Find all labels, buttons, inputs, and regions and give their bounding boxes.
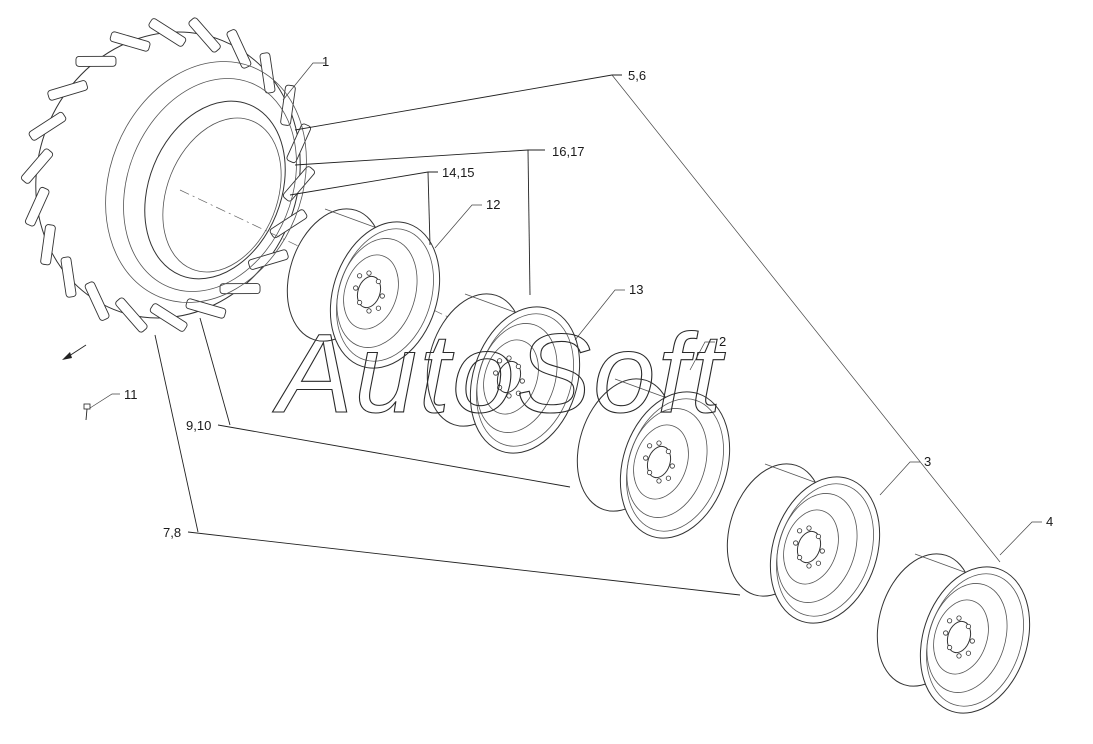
bolt-hole: [356, 273, 363, 279]
bolt-hole: [796, 528, 803, 534]
callout-13: 13: [629, 282, 643, 297]
bolt-hole: [366, 308, 372, 314]
tread-lug: [47, 80, 88, 101]
rim-3[interactable]: [711, 451, 897, 637]
bolt-hole: [496, 358, 503, 364]
bolt-hole: [665, 475, 672, 481]
tread-lug: [28, 111, 67, 141]
callout-3: 3: [924, 454, 931, 469]
bolt-hole: [956, 653, 962, 659]
bolt-hole: [946, 618, 953, 624]
bolt-hole: [643, 455, 649, 461]
tread-lug: [149, 303, 188, 332]
bolt-hole: [815, 533, 822, 540]
rim-2[interactable]: [561, 366, 747, 552]
callout-labels: 1 5,6 16,17 14,15 12 13 2 11 9,10 3 4 7,…: [124, 54, 1053, 540]
callout-11: 11: [124, 387, 138, 402]
leader-lines: [62, 62, 1042, 596]
bolt-hole: [519, 378, 525, 384]
bolt-hole: [646, 469, 653, 476]
bolt-hole: [375, 305, 382, 311]
bolt-hole: [665, 448, 672, 455]
bolt-hole: [496, 384, 503, 391]
tread-lug: [185, 298, 227, 319]
bolt-hole: [965, 623, 972, 630]
bolt-hole: [669, 463, 675, 469]
watermark-text: AutoSoft: [272, 311, 726, 436]
callout-4: 4: [1046, 514, 1053, 529]
bolt-hole: [819, 548, 825, 554]
rim-13[interactable]: [411, 281, 597, 467]
bolt-hole: [956, 615, 962, 621]
bolt-hole: [506, 393, 512, 399]
bolt-hole: [946, 644, 953, 651]
bolt-hole: [806, 563, 812, 569]
callout-1: 1: [322, 54, 329, 69]
bolt-hole: [943, 630, 949, 636]
tread-lug: [188, 17, 221, 53]
tread-lug: [75, 55, 117, 67]
tread-lug: [248, 249, 289, 270]
callout-16-17: 16,17: [552, 144, 585, 159]
callout-2: 2: [719, 334, 726, 349]
callout-12: 12: [486, 197, 500, 212]
tread-lug: [226, 29, 252, 69]
callout-7-8: 7,8: [163, 525, 181, 540]
bolt-hole: [969, 638, 975, 644]
callout-14-15: 14,15: [442, 165, 475, 180]
bolt-hole: [366, 270, 372, 276]
rim-12[interactable]: [271, 196, 457, 382]
tread-lug: [40, 224, 56, 266]
tread-lug: [259, 52, 276, 94]
bolt-hole: [356, 299, 363, 306]
tread-lug: [148, 18, 187, 47]
tread-lug: [24, 186, 50, 227]
tire-tread-lugs: [21, 17, 315, 333]
rims-group: [271, 196, 1047, 727]
bolt-hole: [793, 540, 799, 546]
valve-11[interactable]: [83, 403, 91, 421]
bolt-hole: [815, 560, 822, 566]
bolt-hole: [965, 650, 972, 656]
bolt-hole: [515, 390, 522, 396]
tread-lug: [109, 31, 151, 52]
tire-1[interactable]: [0, 0, 561, 371]
bolt-hole: [806, 525, 812, 531]
callout-9-10: 9,10: [186, 418, 211, 433]
tread-lug: [60, 256, 77, 298]
bolt-hole: [375, 278, 382, 285]
tread-lug: [84, 281, 110, 321]
bolt-hole: [506, 355, 512, 361]
bolt-hole: [656, 478, 662, 484]
tread-lug: [115, 297, 148, 333]
bolt-hole: [493, 370, 499, 376]
tread-lug: [280, 84, 296, 126]
tread-lug: [219, 283, 261, 295]
rim-4[interactable]: [861, 541, 1047, 727]
bolt-hole: [656, 440, 662, 446]
bolt-hole: [796, 554, 803, 561]
bolt-hole: [515, 363, 522, 370]
bolt-hole: [646, 443, 653, 449]
bolt-hole: [379, 293, 385, 299]
bolt-hole: [353, 285, 359, 291]
tread-lug: [21, 148, 54, 184]
callout-5-6: 5,6: [628, 68, 646, 83]
